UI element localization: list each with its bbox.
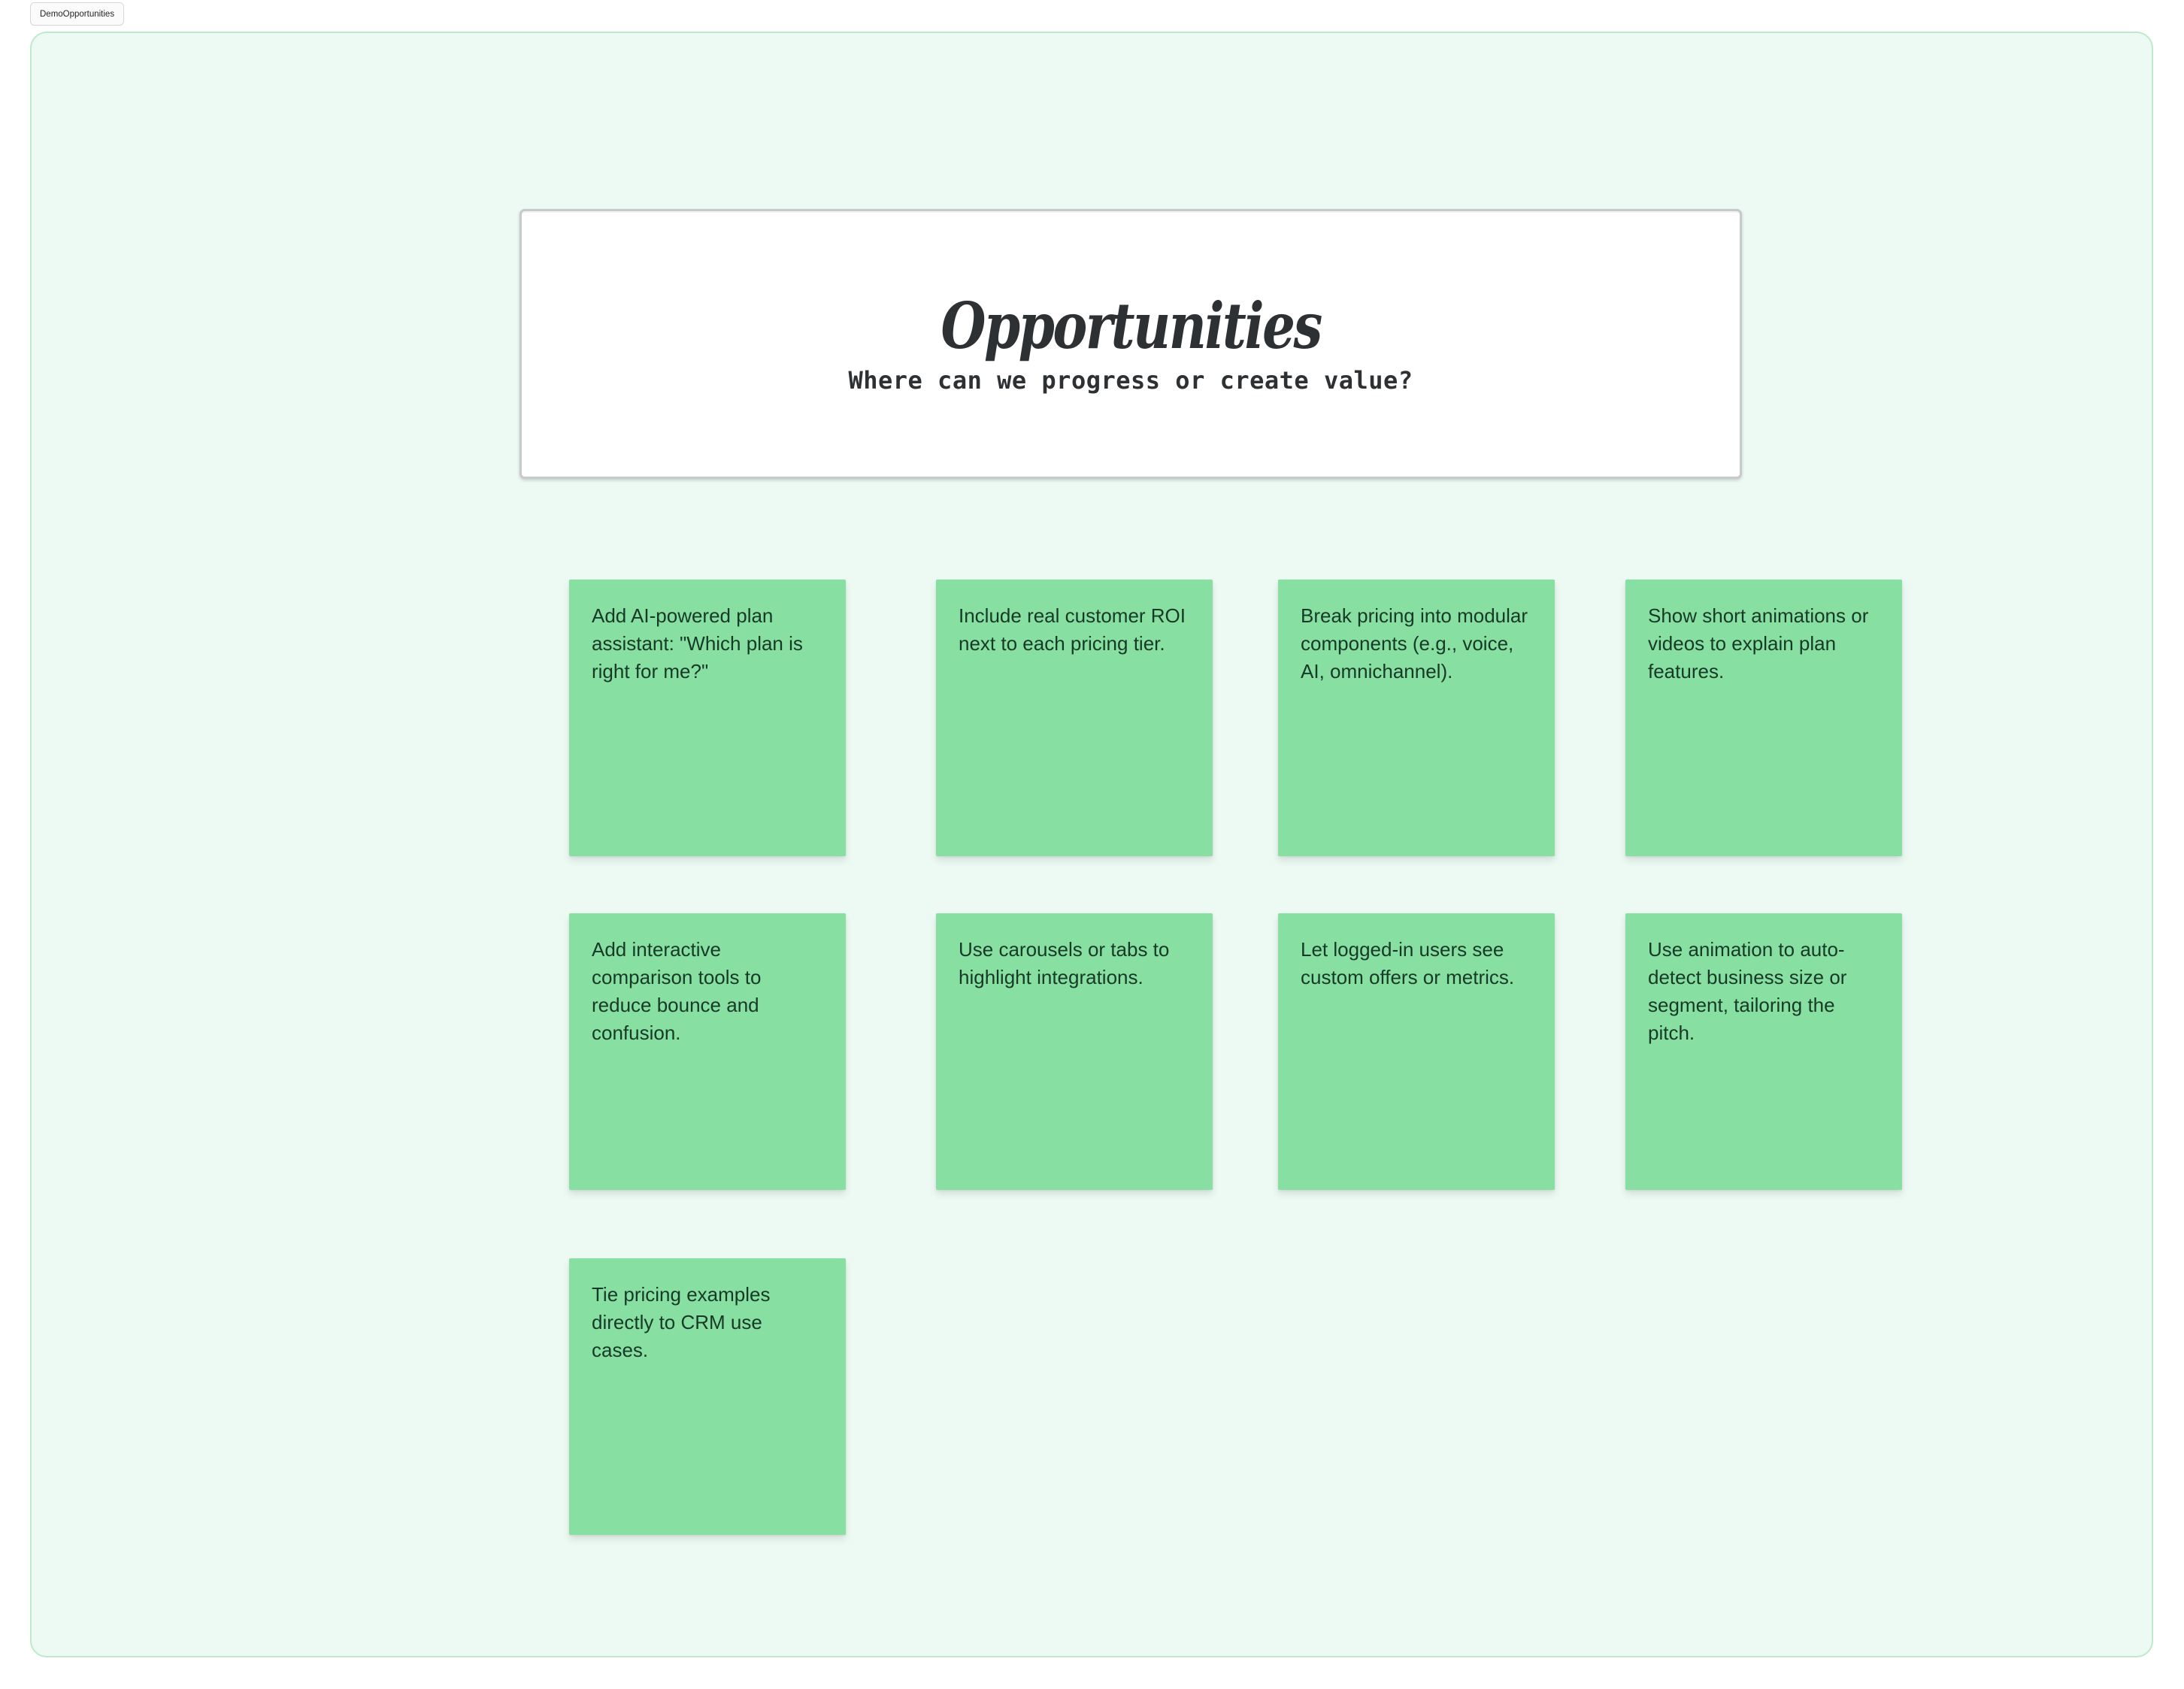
board-title: Opportunities (941, 289, 1322, 364)
sticky-note[interactable]: Add AI-powered plan assistant: "Which pl… (569, 580, 846, 856)
sticky-note-text: Let logged-in users see custom offers or… (1301, 938, 1515, 988)
board-subtitle: Where can we progress or create value? (848, 365, 1413, 395)
sticky-note-text: Use carousels or tabs to highlight integ… (959, 938, 1170, 988)
sticky-note[interactable]: Tie pricing examples directly to CRM use… (569, 1258, 846, 1535)
board-tab-demo-opportunities[interactable]: DemoOpportunities (30, 2, 125, 26)
sticky-note-text: Break pricing into modular components (e… (1301, 604, 1528, 683)
sticky-note[interactable]: Use carousels or tabs to highlight integ… (936, 913, 1213, 1190)
title-widget[interactable]: Opportunities Where can we progress or c… (519, 209, 1742, 479)
board-canvas[interactable]: Opportunities Where can we progress or c… (30, 32, 2153, 1657)
sticky-note-text: Add interactive comparison tools to redu… (592, 938, 762, 1044)
sticky-note[interactable]: Let logged-in users see custom offers or… (1278, 913, 1555, 1190)
sticky-note[interactable]: Use animation to auto-detect business si… (1625, 913, 1902, 1190)
sticky-note[interactable]: Break pricing into modular components (e… (1278, 580, 1555, 856)
sticky-note[interactable]: Show short animations or videos to expla… (1625, 580, 1902, 856)
sticky-note[interactable]: Include real customer ROI next to each p… (936, 580, 1213, 856)
sticky-note-text: Include real customer ROI next to each p… (959, 604, 1186, 655)
sticky-note-text: Use animation to auto-detect business si… (1648, 938, 1847, 1044)
sticky-note-text: Show short animations or videos to expla… (1648, 604, 1869, 683)
sticky-note-text: Add AI-powered plan assistant: "Which pl… (592, 604, 803, 683)
sticky-note[interactable]: Add interactive comparison tools to redu… (569, 913, 846, 1190)
sticky-note-text: Tie pricing examples directly to CRM use… (592, 1283, 771, 1361)
